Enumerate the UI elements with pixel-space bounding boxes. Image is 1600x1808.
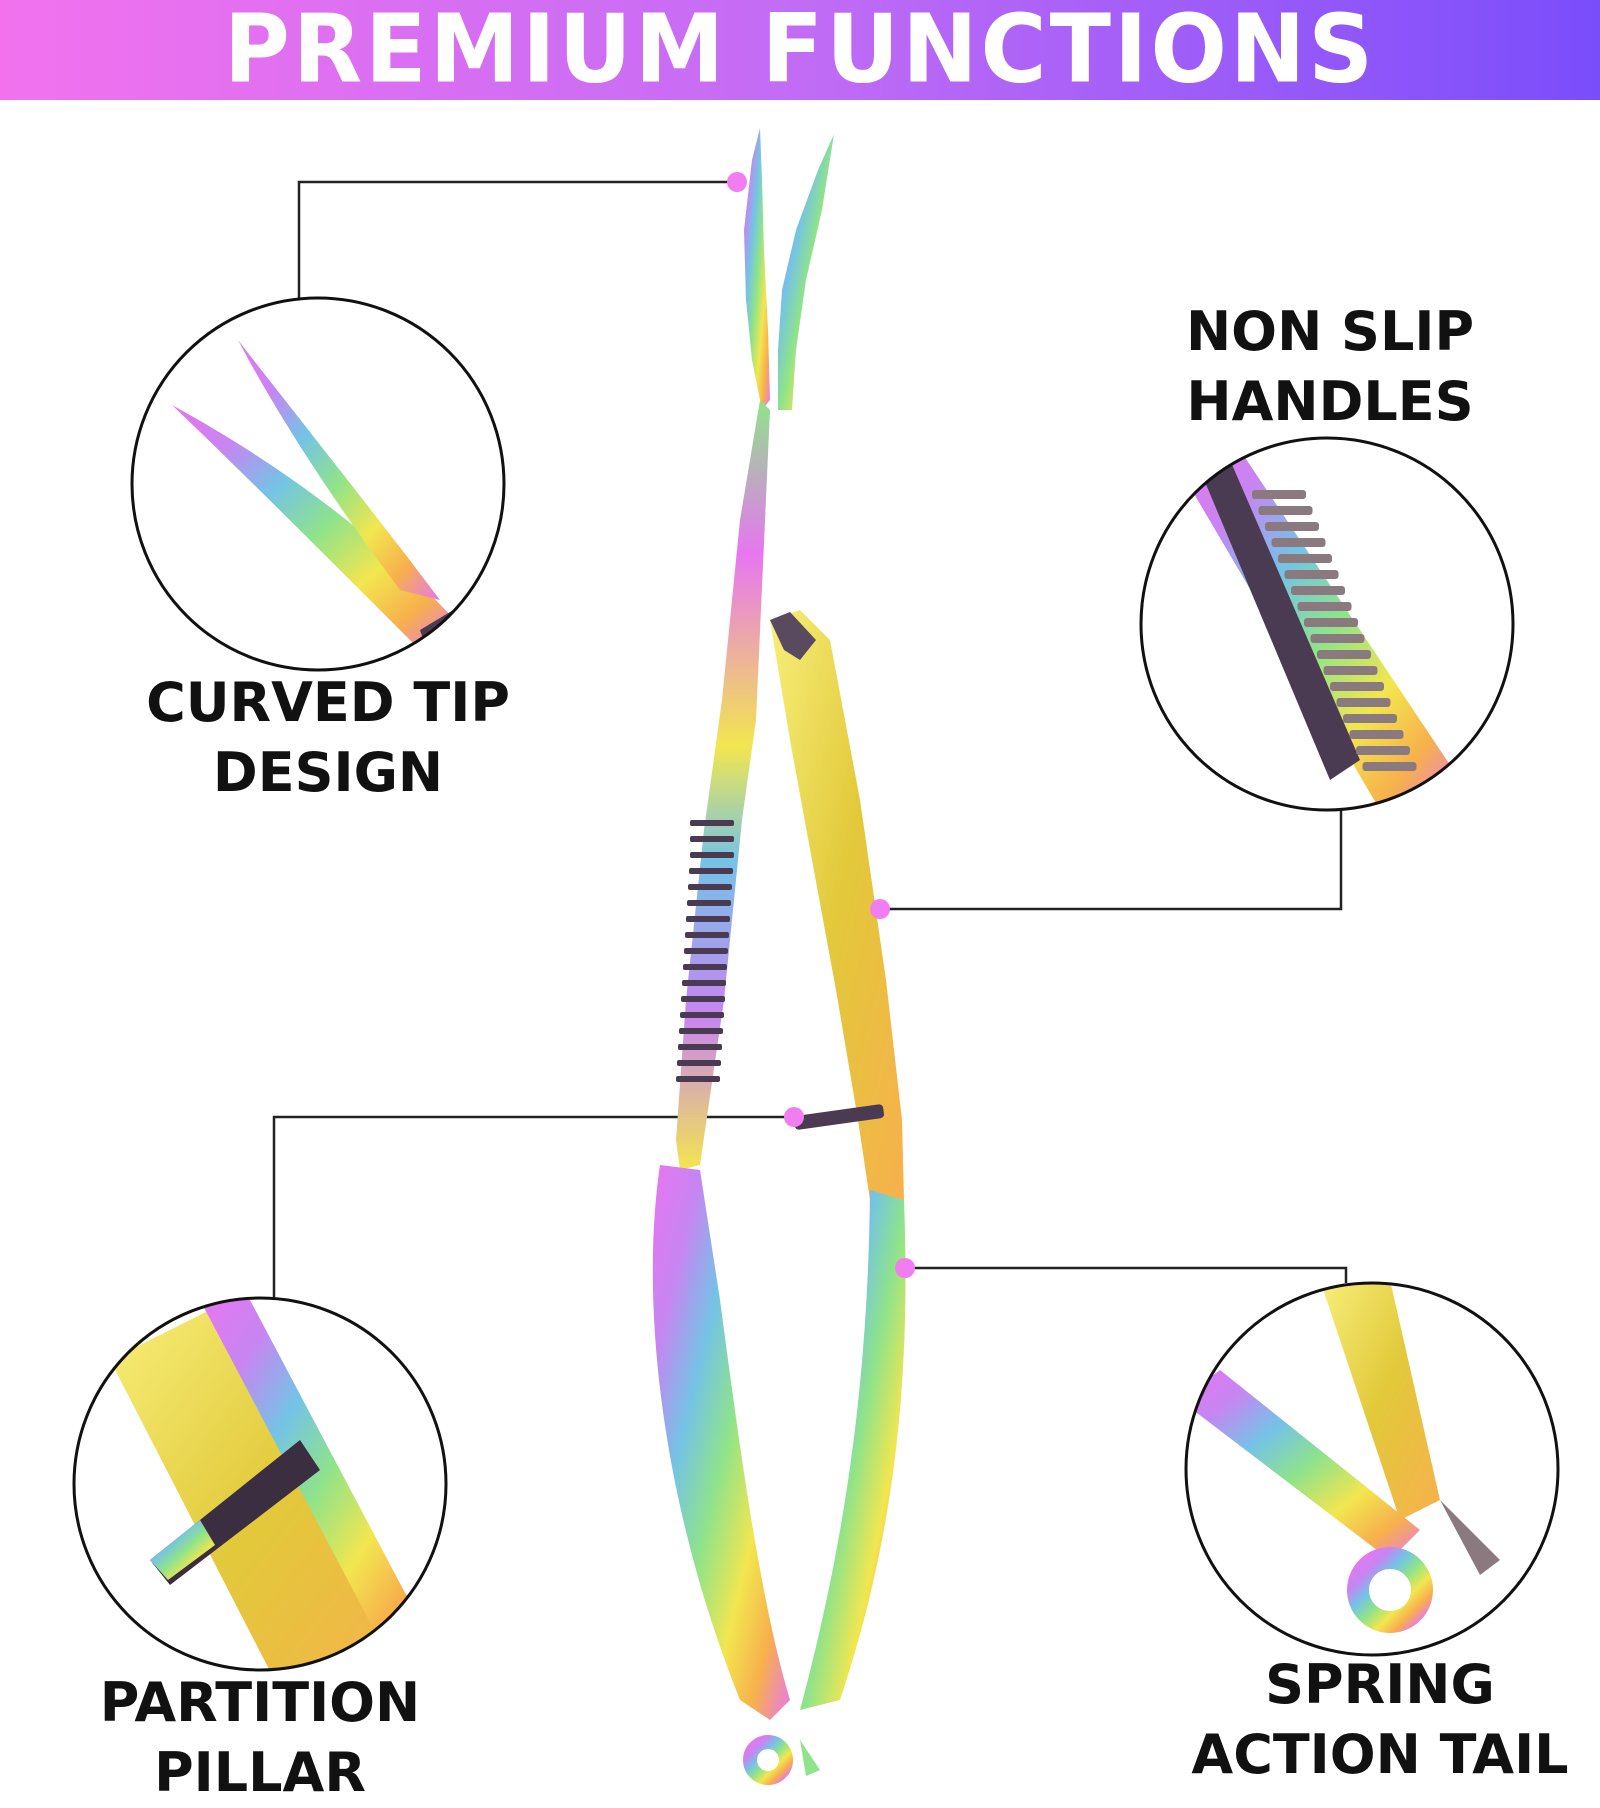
non-slip-grip-closeup-icon — [1180, 450, 1460, 810]
feature-label-partition-pillar: PARTITION PILLAR — [70, 1668, 450, 1808]
grip-tooth — [1317, 650, 1371, 659]
feature-label-curved-tip: CURVED TIP DESIGN — [118, 668, 538, 808]
spring-tail-closeup-icon — [1186, 1283, 1500, 1633]
grip-tooth — [1304, 618, 1358, 627]
feature-label-non-slip-handles: NON SLIP HANDLES — [1135, 297, 1525, 437]
callout-line-curved-tip — [297, 180, 737, 298]
callout-lines — [272, 180, 1348, 1298]
grip-tooth — [1336, 698, 1391, 707]
grip-tooth — [1291, 586, 1345, 595]
feature-label-spring-line1: SPRING — [1265, 1653, 1495, 1716]
grip-tooth — [1310, 634, 1365, 643]
grip-tooth — [1258, 506, 1313, 515]
feature-label-curved-tip-line1: CURVED TIP — [146, 671, 510, 734]
grip-tooth — [1330, 682, 1384, 691]
grip-tooth — [1265, 522, 1319, 531]
detail-circle-partition-pillar — [72, 1296, 448, 1672]
callout-line-spring — [905, 1266, 1348, 1283]
callout-dot-spring — [895, 1258, 915, 1278]
grip-tooth — [1297, 602, 1352, 611]
feature-label-partition-line2: PILLAR — [154, 1741, 366, 1804]
callout-dot-partition — [784, 1107, 804, 1127]
feature-label-curved-tip-line2: DESIGN — [212, 741, 444, 804]
feature-label-non-slip-line2: HANDLES — [1186, 370, 1474, 433]
grip-tooth — [1271, 538, 1326, 547]
detail-circle-curved-tip — [130, 296, 506, 672]
grip-tooth — [1284, 570, 1339, 579]
callout-line-partition — [272, 1115, 794, 1298]
feature-label-spring-line2: ACTION TAIL — [1191, 1723, 1569, 1786]
partition-pillar-closeup-icon — [110, 1300, 430, 1670]
serrated-grip-icon — [676, 820, 734, 1082]
detail-circle-spring-action-tail — [1184, 1281, 1560, 1657]
callout-line-non-slip — [880, 810, 1343, 911]
grip-tooth — [1278, 554, 1332, 563]
page-title: PREMIUM FUNCTIONS — [223, 0, 1377, 105]
header-banner: PREMIUM FUNCTIONS — [0, 0, 1600, 105]
scissors-main-icon — [652, 128, 906, 1785]
feature-label-partition-line1: PARTITION — [99, 1671, 421, 1734]
callout-dot-curved-tip — [727, 172, 747, 192]
grip-tooth — [1323, 666, 1378, 675]
callout-dot-non-slip — [870, 899, 890, 919]
callout-dots — [727, 172, 915, 1278]
grip-tooth — [1356, 746, 1410, 755]
grip-tooth — [1349, 730, 1404, 739]
grip-tooth — [1362, 762, 1417, 771]
grip-tooth — [1252, 490, 1306, 499]
feature-label-spring-action-tail: SPRING ACTION TAIL — [1180, 1650, 1580, 1790]
detail-circle-non-slip-handles — [1139, 436, 1515, 812]
feature-label-non-slip-line1: NON SLIP — [1185, 300, 1475, 363]
grip-tooth — [1343, 714, 1397, 723]
